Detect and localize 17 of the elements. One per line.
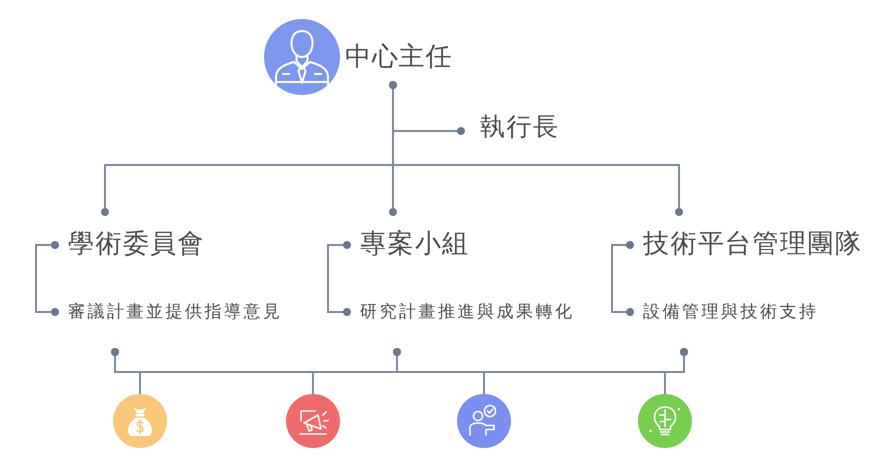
connector-line [664,348,688,394]
group-description: 研究計畫推進與成果轉化 [360,301,574,324]
lightbulb-icon [638,394,692,448]
connector-line [389,81,683,216]
connector-line [35,241,59,316]
connector-line [327,241,351,316]
group-description: 設備管理與技術支持 [643,301,818,324]
group-heading: 技術平台管理團隊 [643,229,862,260]
money-bag-icon [113,394,167,448]
connector-line [611,241,634,316]
megaphone-icon [286,394,340,448]
director-title: 中心主任 [345,42,452,73]
group-heading: 專案小組 [360,229,470,260]
role-label: 執行長 [480,112,560,142]
person-check-icon [457,394,511,448]
group-description: 審議計畫並提供指導意見 [68,301,282,324]
group-heading: 學術委員會 [68,229,205,260]
